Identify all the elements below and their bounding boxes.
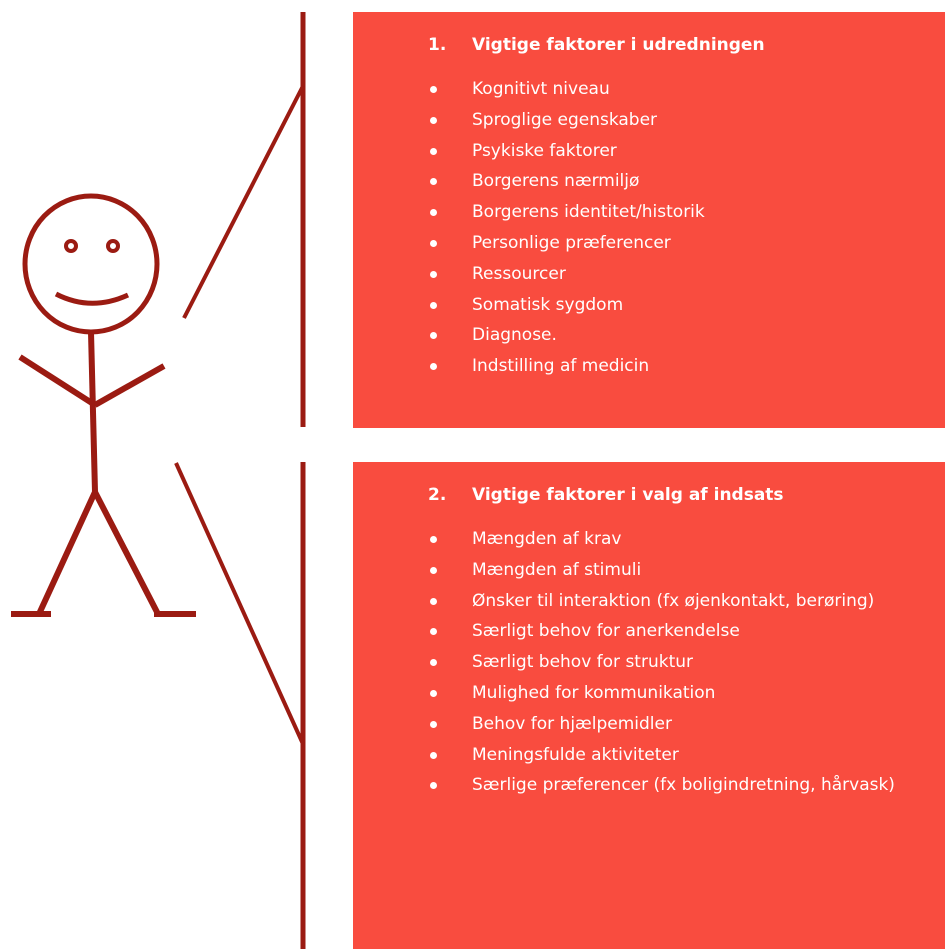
list-item: Særlige præferencer (fx boligindretning,… (428, 770, 928, 801)
list-item-text: Behov for hjælpemidler (472, 713, 672, 734)
list-item-text: Mængden af stimuli (472, 559, 642, 580)
panel-title: 2. Vigtige faktorer i valg af indsats (428, 483, 784, 507)
list-item-text: Ressourcer (472, 263, 566, 284)
bullet-icon (430, 689, 437, 697)
right-eye (106, 239, 120, 253)
bullet-icon (430, 270, 437, 278)
bullet-icon (430, 751, 437, 759)
bullet-icon (430, 86, 437, 93)
bullet-icon (430, 178, 437, 186)
list-item-text: Psykiske faktorer (472, 140, 617, 161)
panel-number: 1. (428, 35, 447, 55)
left-eye (64, 239, 78, 253)
factor-list: Kognitivt niveau Sproglige egenskaber Ps… (428, 74, 928, 382)
panel-assessment-factors: 1. Vigtige faktorer i udredningen Kogniti… (353, 12, 945, 428)
left-leg (36, 490, 98, 616)
list-item-text: Mængden af krav (472, 529, 622, 549)
head-circle (22, 193, 160, 335)
bullet-icon (430, 363, 437, 371)
list-item-text: Særligt behov for anerkendelse (472, 621, 740, 642)
list-item-text: Diagnose. (472, 325, 557, 346)
list-item-text: Indstilling af medicin (472, 356, 650, 377)
list-item-text: Ønsker til interaktion (fx øjenkontakt, … (472, 590, 875, 611)
list-item: Ressourcer (428, 259, 928, 290)
list-item: Mulighed for kommunikation (428, 678, 928, 709)
list-item: Psykiske faktorer (428, 136, 928, 167)
right-arm (93, 363, 166, 408)
panel-title-text: Vigtige faktorer i valg af indsats (472, 485, 784, 505)
stick-figure-icon (11, 193, 196, 617)
list-item: Borgerens nærmiljø (428, 166, 928, 197)
list-item: Særligt behov for struktur (428, 647, 928, 678)
bullet-icon (430, 597, 437, 605)
list-item-text: Somatisk sygdom (472, 294, 624, 315)
list-item: Særligt behov for anerkendelse (428, 616, 928, 647)
connector-line-upper (182, 85, 305, 319)
smile-mouth (54, 291, 130, 306)
panel-title-text: Vigtige faktorer i udredningen (472, 35, 765, 55)
bullet-icon (430, 628, 437, 636)
list-item-text: Særlige præferencer (fx boligindretning,… (472, 775, 895, 796)
list-item-text: Sproglige egenskaber (472, 109, 658, 130)
bullet-icon (430, 720, 437, 728)
list-item: Somatisk sygdom (428, 290, 928, 321)
list-item-text: Særligt behov for struktur (472, 652, 694, 673)
connector-line-lower (174, 462, 305, 745)
right-leg (92, 490, 161, 616)
list-item: Diagnose. (428, 320, 928, 351)
list-item-text: Kognitivt niveau (472, 79, 610, 99)
list-item-text: Meningsfulde aktiviteter (472, 744, 679, 765)
bullet-icon (430, 147, 437, 155)
bullet-icon (430, 301, 437, 309)
bullet-icon (430, 332, 437, 340)
list-item-text: Borgerens nærmiljø (472, 171, 640, 192)
factor-list: Mængden af krav Mængden af stimuli Ønske… (428, 524, 928, 801)
list-item: Mængden af krav (428, 524, 928, 555)
left-arm (18, 354, 97, 408)
list-item: Borgerens identitet/historik (428, 197, 928, 228)
list-item-text: Borgerens identitet/historik (472, 202, 705, 223)
list-item: Sproglige egenskaber (428, 105, 928, 136)
list-item: Ønsker til interaktion (fx øjenkontakt, … (428, 586, 928, 617)
list-item: Kognitivt niveau (428, 74, 928, 105)
list-item-text: Personlige præferencer (472, 232, 671, 253)
panel-intervention-factors: 2. Vigtige faktorer i valg af indsats Mæn… (353, 462, 945, 949)
list-item: Mængden af stimuli (428, 555, 928, 586)
bullet-icon (430, 566, 437, 574)
bullet-icon (430, 536, 437, 543)
list-item: Indstilling af medicin (428, 351, 928, 382)
body-line (88, 331, 98, 493)
bullet-icon (430, 782, 437, 790)
list-item: Personlige præferencer (428, 228, 928, 259)
panel-number: 2. (428, 485, 447, 505)
list-item: Meningsfulde aktiviteter (428, 740, 928, 771)
bullet-icon (430, 659, 437, 667)
panel-title: 1. Vigtige faktorer i udredningen (428, 33, 765, 57)
bullet-icon (430, 116, 437, 124)
list-item: Behov for hjælpemidler (428, 709, 928, 740)
bullet-icon (430, 209, 437, 217)
list-item-text: Mulighed for kommunikation (472, 682, 716, 703)
bullet-icon (430, 239, 437, 247)
